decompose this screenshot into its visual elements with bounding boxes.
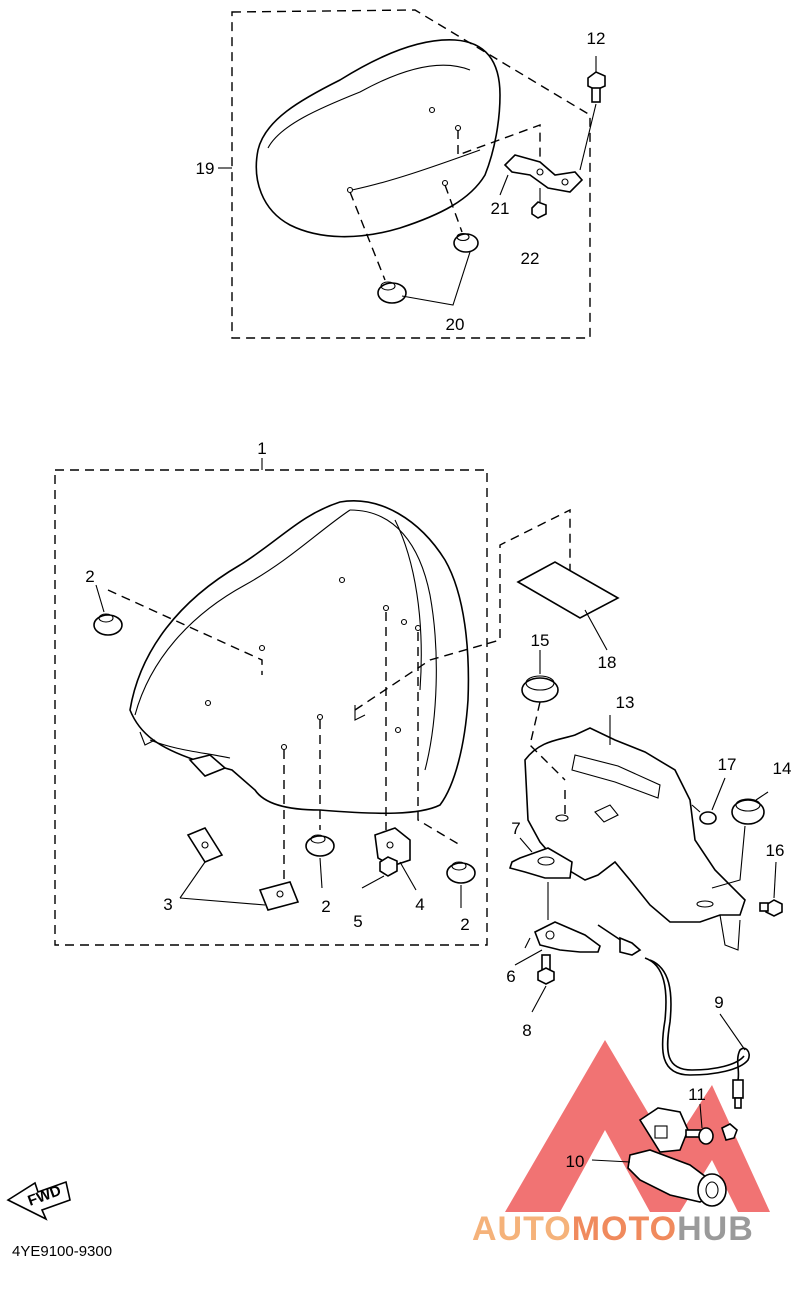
group-19-dashed-border (231, 9, 591, 339)
rider-seat-group (54, 458, 571, 946)
lock-cable-9 (597, 924, 750, 1109)
label-sheet-18 (516, 561, 620, 619)
callout-22: 22 (521, 249, 540, 268)
callout-20: 20 (446, 315, 465, 334)
callout-9: 9 (714, 993, 723, 1012)
damper-2c (446, 861, 476, 884)
bolt-8 (537, 954, 555, 985)
callout-21: 21 (491, 199, 510, 218)
fwd-direction-arrow: FWD (6, 1180, 71, 1221)
callout-2b: 2 (321, 897, 330, 916)
clip-3b (258, 881, 300, 911)
watermark-logo: AUTOMOTOHUB (472, 1040, 770, 1248)
damper-2a (93, 613, 123, 636)
damper-rubber-20a (377, 281, 407, 304)
callout-2c: 2 (460, 915, 469, 934)
fwd-arrow-icon (6, 1180, 71, 1221)
callout-6: 6 (506, 967, 515, 986)
watermark-text-moto: MOTO (572, 1210, 677, 1248)
cover-plate-13 (524, 727, 746, 923)
bracket-4 (374, 827, 411, 867)
passenger-seat-group (218, 9, 606, 339)
callout-16: 16 (766, 841, 785, 860)
grommet-15 (521, 675, 559, 703)
damper-2b (305, 834, 335, 857)
svg-text:AUTOMOTOHUB: AUTOMOTOHUB (472, 1210, 754, 1248)
callout-labels: 12 19 21 22 20 1 2 15 18 13 17 14 7 16 3… (85, 29, 791, 1171)
watermark-text-hub: HUB (677, 1210, 754, 1248)
callout-2a: 2 (85, 567, 94, 586)
callout-12: 12 (587, 29, 606, 48)
seat-bracket-21 (503, 154, 584, 193)
callout-1: 1 (257, 439, 266, 458)
lock-assembly (508, 561, 783, 1207)
lock-plate-7 (508, 847, 573, 879)
callout-11: 11 (688, 1085, 706, 1104)
callout-17: 17 (718, 755, 737, 774)
callout-7: 7 (511, 819, 520, 838)
screw-11 (685, 1123, 738, 1145)
damper-rubber-20b (453, 232, 479, 253)
bolt-12 (587, 71, 606, 103)
watermark-text-auto: AUTO (472, 1210, 572, 1248)
clip-3a (186, 827, 224, 863)
diagram-code: 4YE9100-9300 (12, 1243, 112, 1260)
callout-14: 14 (773, 759, 792, 778)
callout-8: 8 (522, 1021, 531, 1040)
watermark-triangle-icon (505, 1040, 770, 1212)
callout-4: 4 (415, 895, 424, 914)
grommet-14 (731, 798, 765, 825)
group-1-dashed-border (54, 469, 488, 946)
callout-15: 15 (531, 631, 550, 650)
callout-10: 10 (566, 1152, 585, 1171)
callout-3: 3 (163, 895, 172, 914)
screw-16 (759, 899, 783, 917)
nut-5 (379, 856, 398, 877)
nut-22 (531, 201, 547, 219)
rider-seat-pad (129, 500, 470, 815)
passenger-seat-pad (255, 39, 501, 238)
callout-18: 18 (598, 653, 617, 672)
screw-17 (691, 804, 717, 825)
lock-hook-6 (524, 921, 601, 953)
seat-lock-10 (627, 1107, 727, 1207)
callout-5: 5 (353, 912, 362, 931)
callout-13: 13 (616, 693, 635, 712)
callout-19: 19 (196, 159, 215, 178)
